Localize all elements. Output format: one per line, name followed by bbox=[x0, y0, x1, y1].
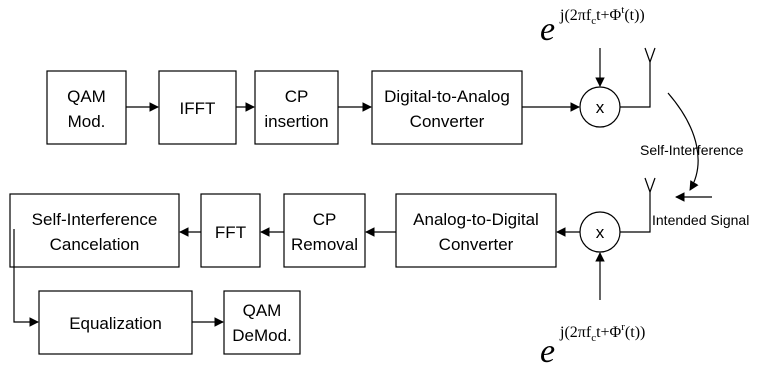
qam-demod-label-1: QAM bbox=[243, 301, 282, 320]
si-cancel-label-1: Self-Interference bbox=[32, 210, 158, 229]
rx-feed-line bbox=[620, 192, 651, 233]
rx-lo-expression: e j(2πfct+Φr(t)) bbox=[540, 321, 645, 368]
tx-lo-expression: e j(2πfct+Φt(t)) bbox=[540, 4, 645, 48]
adc-block: Analog-to-Digital Converter bbox=[395, 193, 557, 268]
cp-insertion-label-2: insertion bbox=[264, 112, 328, 131]
equalization-label: Equalization bbox=[69, 314, 162, 333]
cp-removal-label-2: Removal bbox=[291, 235, 358, 254]
rx-lo-base: e bbox=[540, 333, 555, 368]
tx-mixer-symbol: x bbox=[596, 98, 605, 117]
tx-antenna-icon bbox=[644, 47, 656, 63]
si-cancel-block: Self-Interference Cancelation bbox=[9, 193, 180, 268]
ifft-label: IFFT bbox=[180, 99, 216, 118]
rx-lo-exponent: j(2πfct+Φr(t)) bbox=[559, 321, 645, 344]
cp-removal-block: CP Removal bbox=[283, 193, 366, 268]
tx-mixer: x bbox=[579, 86, 621, 128]
qam-mod-block: QAM Mod. bbox=[46, 70, 127, 145]
tx-lo-base: e bbox=[540, 11, 555, 48]
dac-block: Digital-to-Analog Converter bbox=[371, 70, 523, 145]
self-interference-label: Self-Interference bbox=[640, 142, 744, 158]
qam-mod-label-1: QAM bbox=[67, 87, 106, 106]
dac-label-1: Digital-to-Analog bbox=[384, 87, 510, 106]
fft-label: FFT bbox=[215, 223, 246, 242]
intended-signal-label: Intended Signal bbox=[652, 212, 749, 228]
rx-mixer-symbol: x bbox=[596, 223, 605, 242]
si-cancel-label-2: Cancelation bbox=[50, 235, 140, 254]
tx-feed-line bbox=[620, 62, 651, 108]
fft-block: FFT bbox=[200, 193, 261, 268]
rx-mixer: x bbox=[579, 211, 621, 253]
qam-mod-label-2: Mod. bbox=[68, 112, 106, 131]
adc-label-2: Converter bbox=[439, 235, 514, 254]
rx-antenna-icon bbox=[644, 177, 656, 193]
cp-insertion-label-1: CP bbox=[285, 87, 309, 106]
qam-demod-label-2: DeMod. bbox=[232, 326, 292, 345]
ifft-block: IFFT bbox=[158, 70, 237, 145]
cp-insertion-block: CP insertion bbox=[254, 70, 339, 145]
qam-demod-block: QAM DeMod. bbox=[223, 290, 301, 355]
arrow-si-cancel-to-equalization bbox=[13, 229, 39, 327]
dac-label-2: Converter bbox=[410, 112, 485, 131]
adc-label-1: Analog-to-Digital bbox=[413, 210, 539, 229]
tx-lo-exponent: j(2πfct+Φt(t)) bbox=[559, 4, 645, 27]
cp-removal-label-1: CP bbox=[313, 210, 337, 229]
equalization-block: Equalization bbox=[38, 290, 193, 355]
self-interference-path bbox=[667, 92, 699, 191]
